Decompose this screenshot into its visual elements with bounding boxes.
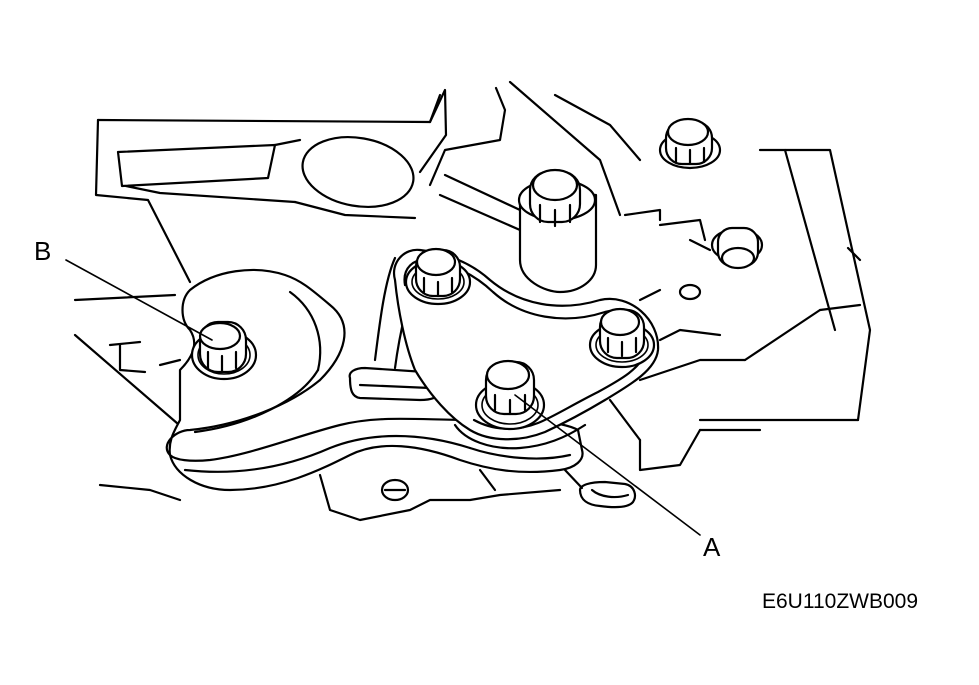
plate-bolt-top-left	[404, 247, 472, 306]
bolt-top-right	[658, 117, 722, 170]
leader-line-b	[65, 259, 213, 341]
bolt-right	[710, 226, 764, 270]
callout-a-label: A	[703, 532, 721, 562]
bolt-a	[474, 359, 546, 431]
plate-bolt-right	[588, 307, 656, 369]
leader-line-a	[514, 394, 701, 536]
bolt-upper-middle	[517, 168, 598, 294]
bolt-b	[190, 320, 258, 381]
engine-case-outline	[73, 80, 872, 522]
callout-b-label: B	[34, 236, 51, 266]
figure-code: E6U110ZWB009	[762, 590, 918, 613]
